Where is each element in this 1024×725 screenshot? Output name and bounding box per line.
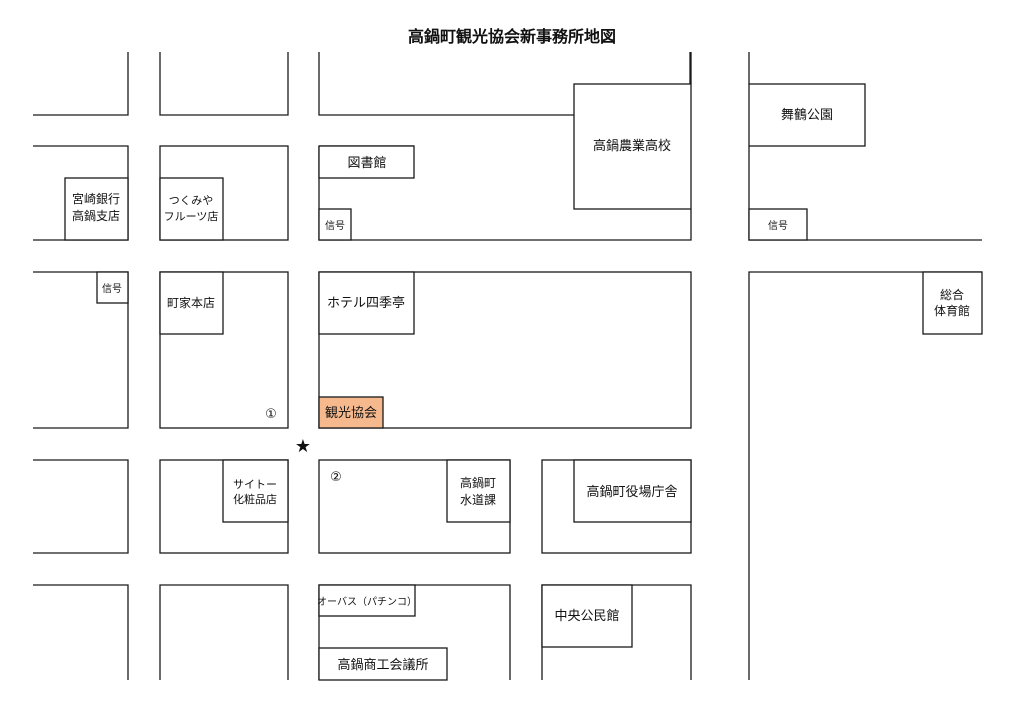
signal-label-3: 信号: [102, 283, 122, 295]
commerce-building: [318, 647, 448, 681]
signal-box-3: [96, 271, 129, 304]
gym-building: [922, 271, 983, 335]
signal-box-1: [318, 208, 352, 241]
school-building: [573, 83, 692, 210]
tsukumiya-label-2: フルーツ店: [164, 209, 219, 223]
saito-label: サイトー: [233, 478, 277, 491]
block-r5-c2: [159, 584, 289, 680]
library-building: [318, 145, 415, 179]
library-label: 図書館: [347, 156, 386, 171]
marker-two: ②: [330, 470, 342, 485]
obus-label: オーバス（パチンコ）: [317, 596, 417, 608]
park-building: [748, 83, 866, 147]
block-r3-c1: [33, 271, 129, 429]
community-center-label: 中央公民館: [554, 609, 619, 624]
signal-box-2: [748, 208, 808, 241]
obus-building: [318, 584, 416, 617]
block-r1-c1: [33, 52, 129, 116]
machiya-label: 町家本店: [167, 295, 215, 310]
water-dept-label: 高鍋町: [460, 475, 496, 490]
bank-label: 宮崎銀行: [72, 191, 120, 206]
block-r5-c1: [33, 584, 129, 680]
block-r2-c3: [318, 146, 692, 241]
block-r3-c4: [748, 271, 982, 680]
block-r3-c2: [159, 271, 289, 429]
saito-building: [222, 459, 289, 523]
signal-label-1: 信号: [325, 220, 345, 232]
bank-building: [64, 177, 129, 241]
block-r1-c2: [159, 52, 289, 116]
gym-label-2: 体育館: [934, 303, 970, 318]
kanko-kyokai-label: 観光協会: [325, 406, 377, 421]
water-dept-building: [446, 459, 511, 523]
water-dept-label-2: 水道課: [460, 492, 496, 507]
hotel-label: ホテル四季亭: [327, 295, 405, 311]
hotel-building: [318, 271, 415, 335]
saito-label-2: 化粧品店: [233, 492, 277, 506]
signal-label-2: 信号: [768, 220, 788, 232]
block-r3-c3: [318, 271, 692, 429]
community-center-building: [541, 584, 633, 648]
map-title: 高鍋町観光協会新事務所地図: [408, 27, 616, 46]
block-r4-c1: [33, 459, 129, 554]
bank-label-2: 高鍋支店: [72, 208, 120, 223]
tsukumiya-building: [159, 177, 224, 241]
school-label: 高鍋農業高校: [593, 138, 671, 154]
kanko-kyokai-building: [318, 396, 384, 429]
block-r1-c3: [318, 52, 574, 116]
tsukumiya-label: つくみや: [169, 194, 213, 207]
marker-one: ①: [265, 407, 277, 422]
gym-label: 総合: [940, 287, 964, 302]
machiya-building: [159, 271, 224, 335]
park-label: 舞鶴公園: [781, 107, 833, 123]
star-marker-icon: ★: [295, 436, 311, 457]
townhall-building: [573, 459, 692, 523]
commerce-label: 高鍋商工会議所: [337, 657, 428, 673]
townhall-label: 高鍋町役場庁舎: [586, 484, 677, 500]
